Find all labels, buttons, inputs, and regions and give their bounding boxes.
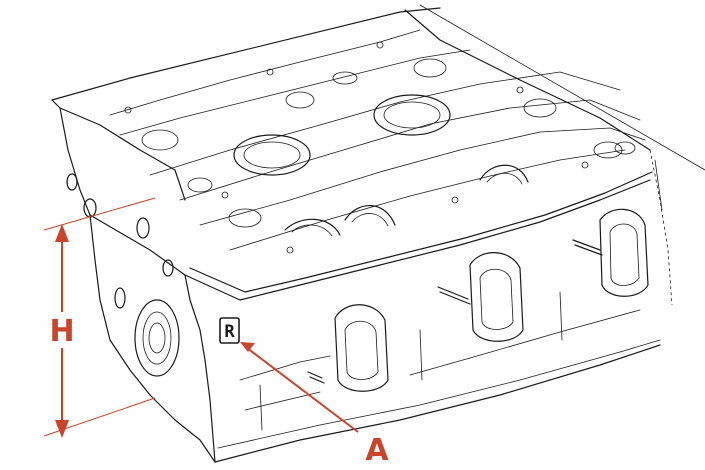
stamped-marking-label: R <box>224 322 235 342</box>
end-boss <box>134 299 180 377</box>
cylinder-head-outline <box>51 4 705 463</box>
port-flange-3 <box>599 208 649 297</box>
bore-left <box>233 134 311 176</box>
top-deck-details <box>109 29 646 254</box>
height-dimension: H <box>43 197 156 438</box>
height-extension-top <box>43 197 156 231</box>
height-arrowhead-top <box>55 224 69 242</box>
height-dimension-label: H <box>49 314 74 349</box>
bore-right <box>373 94 451 136</box>
callout-a-leader <box>246 347 359 433</box>
callout-a-arrowhead <box>240 342 255 352</box>
stamped-marking-box: R <box>219 317 240 344</box>
height-arrowhead-bottom <box>55 420 69 438</box>
left-end-details <box>66 173 180 377</box>
port-flange-2 <box>469 252 524 342</box>
callout-a-label: A <box>365 433 389 468</box>
callout-a: A <box>240 342 389 468</box>
port-flange-1 <box>334 304 389 392</box>
front-face-details <box>239 208 649 431</box>
